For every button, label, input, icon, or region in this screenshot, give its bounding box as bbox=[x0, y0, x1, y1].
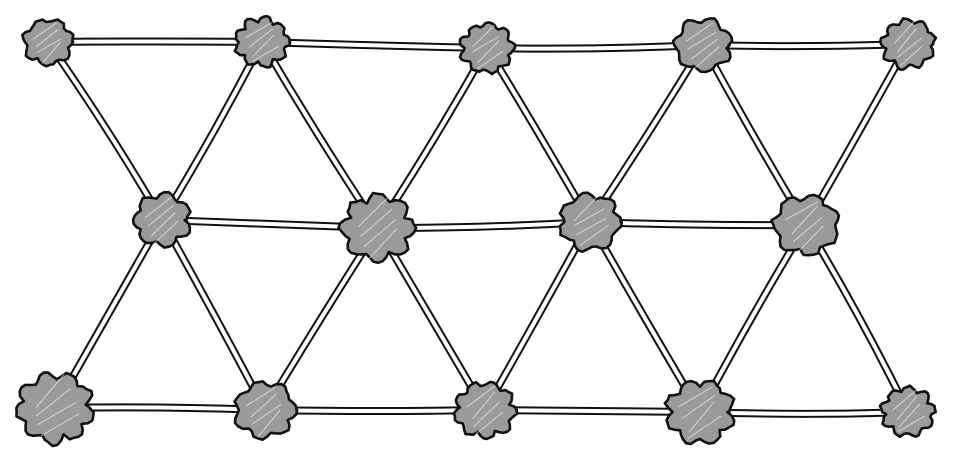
lattice-edge bbox=[487, 45, 703, 49]
lattice-node bbox=[235, 16, 290, 67]
lattice-node bbox=[665, 381, 734, 444]
lattice-edge bbox=[48, 42, 162, 220]
lattice-node bbox=[772, 195, 839, 255]
lattice-edge bbox=[162, 42, 262, 220]
lattice-node bbox=[880, 18, 936, 69]
lattice-node bbox=[673, 18, 732, 72]
lattice-edge bbox=[700, 412, 908, 414]
lattice-node bbox=[460, 22, 516, 74]
lattice-nodes bbox=[16, 16, 936, 446]
lattice-edge bbox=[162, 220, 265, 410]
lattice-node bbox=[339, 193, 417, 263]
lattice-node bbox=[22, 20, 73, 67]
lattice-edge bbox=[590, 45, 703, 222]
lattice-node bbox=[880, 386, 936, 437]
lattice-edge bbox=[485, 222, 590, 410]
lattice-node bbox=[560, 193, 622, 252]
lattice-edge bbox=[487, 48, 590, 222]
lattice-edge bbox=[262, 42, 487, 48]
lattice-edge bbox=[703, 44, 908, 46]
lattice-node bbox=[133, 192, 190, 247]
lattice-node bbox=[16, 373, 93, 447]
lattice-node bbox=[235, 381, 298, 439]
lattice-node bbox=[454, 382, 518, 439]
lattice-edge bbox=[48, 41, 262, 42]
lattice-edge bbox=[806, 225, 908, 412]
